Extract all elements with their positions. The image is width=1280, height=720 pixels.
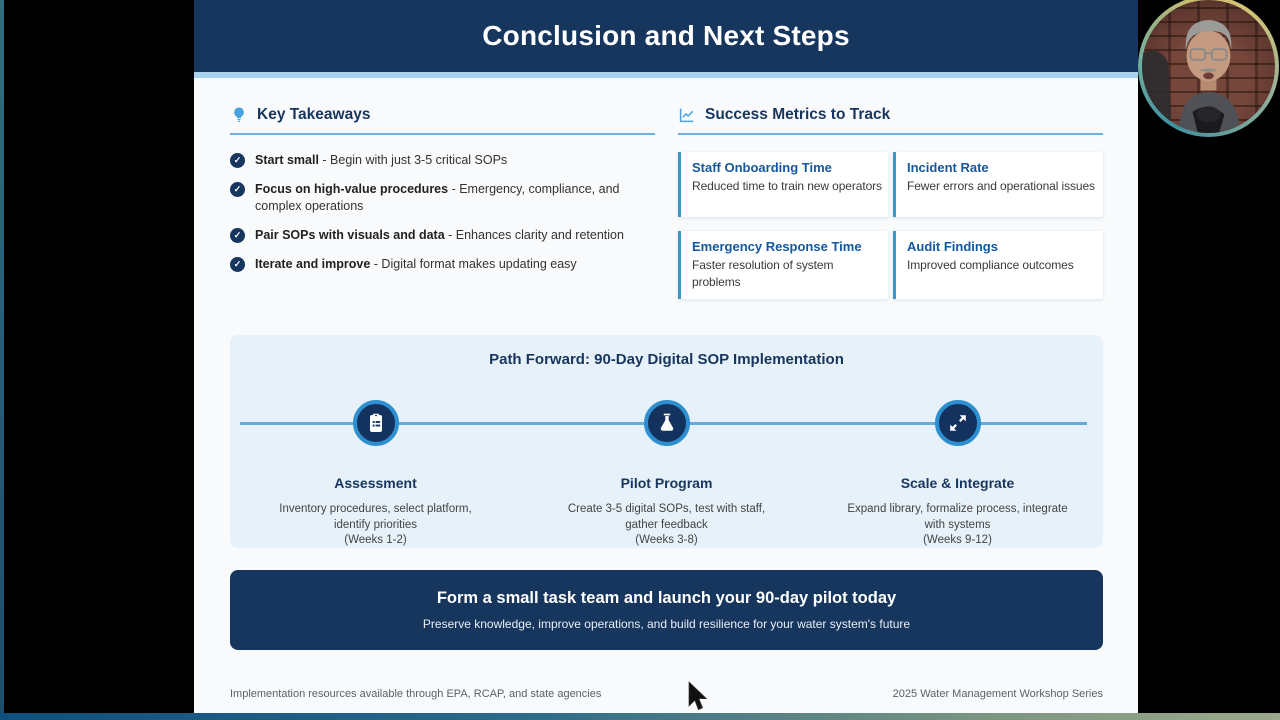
metric-card: Audit Findings Improved compliance outco… xyxy=(893,231,1103,299)
step-description: Inventory procedures, select platform, i… xyxy=(279,503,472,531)
timeline xyxy=(230,378,1103,468)
presenter-webcam-bubble xyxy=(1138,0,1279,137)
takeaway-text: Focus on high-value procedures - Emergen… xyxy=(255,182,620,213)
takeaway-item: ✓ Focus on high-value procedures - Emerg… xyxy=(230,181,655,215)
step-description: Create 3-5 digital SOPs, test with staff… xyxy=(567,503,766,531)
key-takeaways-header: Key Takeaways xyxy=(230,106,655,135)
footer-right-text: 2025 Water Management Workshop Series xyxy=(892,688,1103,700)
cta-subtitle: Preserve knowledge, improve operations, … xyxy=(422,617,911,631)
presentation-slide: Conclusion and Next Steps Key Takeaways … xyxy=(194,0,1138,713)
path-forward-section: Path Forward: 90-Day Digital SOP Impleme… xyxy=(230,335,1103,548)
success-metrics-header: Success Metrics to Track xyxy=(678,106,1103,135)
metric-card: Emergency Response Time Faster resolutio… xyxy=(678,231,888,299)
metric-title: Audit Findings xyxy=(907,239,998,254)
success-metrics-section: Success Metrics to Track Staff Onboardin… xyxy=(678,106,1103,299)
takeaway-item: ✓ Iterate and improve - Digital format m… xyxy=(230,256,655,273)
step-title: Assessment xyxy=(334,475,417,491)
window-edge-strip-bottom xyxy=(0,713,1280,720)
takeaway-list: ✓ Start small - Begin with just 3-5 crit… xyxy=(230,152,655,273)
check-circle-icon: ✓ xyxy=(230,228,245,243)
step-description: Expand library, formalize process, integ… xyxy=(847,503,1068,531)
expand-arrows-icon xyxy=(934,400,981,446)
window-edge-strip-left xyxy=(0,0,4,714)
path-forward-heading: Path Forward: 90-Day Digital SOP Impleme… xyxy=(489,351,844,368)
metric-title: Staff Onboarding Time xyxy=(692,160,832,175)
timeline-step: Assessment Inventory procedures, select … xyxy=(230,475,521,546)
metric-description: Faster resolution of system problems xyxy=(692,258,834,289)
metric-grid: Staff Onboarding Time Reduced time to tr… xyxy=(678,152,1103,299)
takeaway-text: Pair SOPs with visuals and data - Enhanc… xyxy=(255,228,624,242)
timeline-nodes xyxy=(230,378,1103,468)
cta-title: Form a small task team and launch your 9… xyxy=(436,589,897,607)
timeline-step: Pilot Program Create 3-5 digital SOPs, t… xyxy=(521,475,812,546)
metric-description: Improved compliance outcomes xyxy=(907,258,1074,272)
check-circle-icon: ✓ xyxy=(230,257,245,272)
presenter-video xyxy=(1142,0,1275,133)
timeline-node xyxy=(230,378,521,468)
takeaway-text: Iterate and improve - Digital format mak… xyxy=(255,257,577,271)
presenter-illustration xyxy=(1142,19,1241,133)
top-columns: Key Takeaways ✓ Start small - Begin with… xyxy=(194,78,1138,299)
step-weeks: (Weeks 3-8) xyxy=(635,534,698,546)
metric-card: Staff Onboarding Time Reduced time to tr… xyxy=(678,152,888,217)
slide-title: Conclusion and Next Steps xyxy=(482,20,850,51)
timeline-step: Scale & Integrate Expand library, formal… xyxy=(812,475,1103,546)
timeline-step-labels: Assessment Inventory procedures, select … xyxy=(230,475,1103,546)
cta-banner: Form a small task team and launch your 9… xyxy=(230,570,1103,650)
timeline-node xyxy=(521,378,812,468)
takeaway-item: ✓ Pair SOPs with visuals and data - Enha… xyxy=(230,227,655,244)
metric-card: Incident Rate Fewer errors and operation… xyxy=(893,152,1103,217)
flask-icon xyxy=(643,400,690,446)
mouse-cursor xyxy=(686,681,710,718)
takeaway-text: Start small - Begin with just 3-5 critic… xyxy=(255,153,508,167)
metric-title: Incident Rate xyxy=(907,160,989,175)
slide-footer: Implementation resources available throu… xyxy=(230,688,1103,700)
key-takeaways-heading: Key Takeaways xyxy=(257,106,371,123)
metric-title: Emergency Response Time xyxy=(692,239,862,254)
takeaway-item: ✓ Start small - Begin with just 3-5 crit… xyxy=(230,152,655,169)
footer-left-text: Implementation resources available throu… xyxy=(230,688,602,700)
metric-description: Reduced time to train new operators xyxy=(692,179,882,193)
lightbulb-icon xyxy=(230,106,248,124)
step-title: Pilot Program xyxy=(620,475,713,491)
step-title: Scale & Integrate xyxy=(900,475,1015,491)
success-metrics-heading: Success Metrics to Track xyxy=(705,106,891,123)
metric-description: Fewer errors and operational issues xyxy=(907,179,1095,193)
chart-line-icon xyxy=(678,106,696,124)
clipboard-list-icon xyxy=(352,400,399,446)
step-weeks: (Weeks 1-2) xyxy=(344,534,407,546)
key-takeaways-section: Key Takeaways ✓ Start small - Begin with… xyxy=(230,106,655,299)
header-accent-bar xyxy=(194,72,1138,78)
step-weeks: (Weeks 9-12) xyxy=(923,534,992,546)
slide-header: Conclusion and Next Steps xyxy=(194,0,1138,72)
check-circle-icon: ✓ xyxy=(230,182,245,197)
check-circle-icon: ✓ xyxy=(230,153,245,168)
timeline-node xyxy=(812,378,1103,468)
